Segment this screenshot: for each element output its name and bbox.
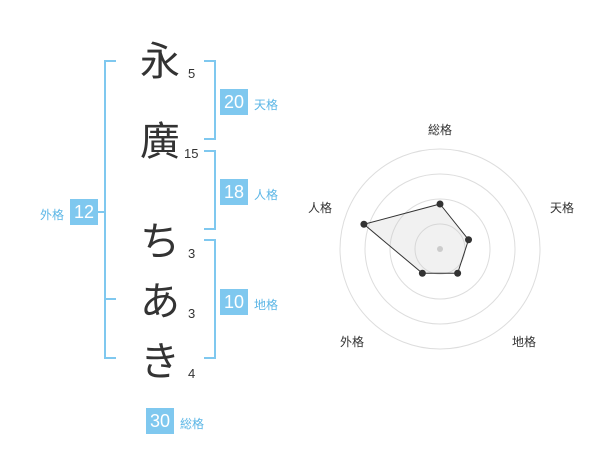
stroke-count-5: 4 bbox=[188, 366, 196, 381]
radar-label-gaikaku: 外格 bbox=[340, 334, 364, 349]
soukaku-label: 総格 bbox=[180, 417, 205, 431]
stroke-count-1: 5 bbox=[188, 66, 196, 81]
stroke-count-3: 3 bbox=[188, 246, 196, 261]
radar-point-1 bbox=[465, 236, 473, 244]
name-char-3: ち bbox=[140, 219, 180, 265]
radar-rings bbox=[339, 148, 541, 350]
gaikaku-bracket bbox=[104, 60, 116, 359]
radar-point-3 bbox=[418, 269, 426, 277]
jinkaku-value-badge: 18 bbox=[220, 179, 248, 205]
tenkaku-bracket bbox=[204, 60, 216, 140]
name-char-4: あ bbox=[140, 279, 180, 325]
radar-ring-4 bbox=[339, 148, 541, 350]
radar-label-tenkaku: 天格 bbox=[550, 200, 574, 215]
radar-point-2 bbox=[454, 269, 462, 277]
gaikaku-value-badge: 12 bbox=[70, 199, 98, 225]
radar-center-dot bbox=[437, 246, 443, 252]
chikaku-bracket bbox=[204, 239, 216, 359]
name-char-2: 廣 bbox=[140, 119, 180, 165]
radar-point-4 bbox=[360, 220, 368, 228]
stroke-count-4: 3 bbox=[188, 306, 196, 321]
radar-ring-2 bbox=[389, 198, 491, 300]
gaikaku-label: 外格 bbox=[40, 208, 65, 222]
radar-point-0 bbox=[436, 200, 444, 208]
jinkaku-label: 人格 bbox=[254, 188, 279, 202]
stroke-count-2: 15 bbox=[184, 146, 199, 161]
radar-ring-3 bbox=[364, 173, 516, 325]
gaikaku-bracket-mid-tick bbox=[104, 298, 116, 300]
soukaku-value-badge: 30 bbox=[146, 408, 174, 434]
radar-label-soukaku: 総格 bbox=[428, 122, 452, 137]
tenkaku-label: 天格 bbox=[254, 98, 279, 112]
radar-label-chikaku: 地格 bbox=[512, 334, 536, 349]
tenkaku-value-badge: 20 bbox=[220, 89, 248, 115]
radar-label-jinkaku: 人格 bbox=[308, 200, 332, 215]
name-char-5: き bbox=[140, 339, 180, 385]
jinkaku-bracket bbox=[204, 150, 216, 230]
radar-points bbox=[360, 200, 473, 277]
radar-polygon bbox=[362, 203, 470, 274]
gaikaku-connector bbox=[98, 211, 106, 213]
chikaku-value-badge: 10 bbox=[220, 289, 248, 315]
name-char-1: 永 bbox=[140, 39, 180, 85]
chikaku-label: 地格 bbox=[254, 298, 279, 312]
